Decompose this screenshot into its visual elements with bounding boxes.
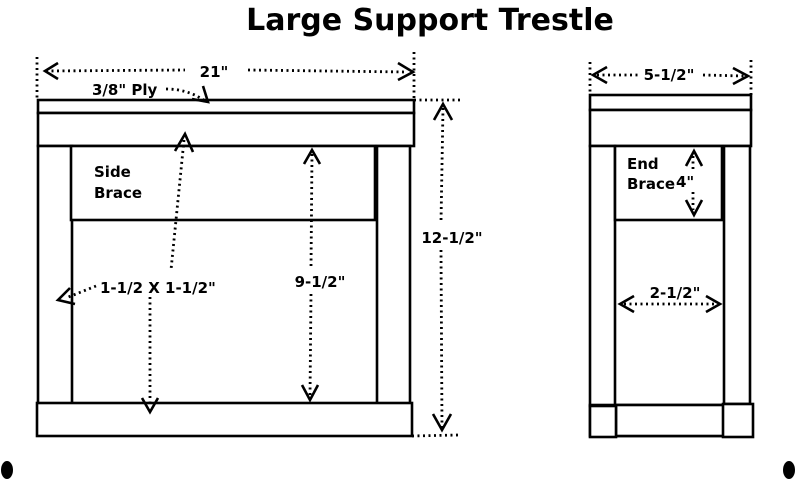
leg-size-callout: 1-1/2 X 1-1/2" xyxy=(55,131,216,415)
arrow-right-icon xyxy=(732,66,751,86)
leg-size-label: 1-1/2 X 1-1/2" xyxy=(100,279,216,297)
inner-height-dimension: 9-1/2" xyxy=(295,147,346,403)
ply-label: 3/8" Ply xyxy=(92,81,158,99)
end-brace-label-line1: End xyxy=(627,155,659,173)
side-brace-label-line2: Brace xyxy=(94,184,142,202)
end-brace xyxy=(613,144,724,222)
arrow-right-icon xyxy=(705,294,723,314)
overall-height-label: 12-1/2" xyxy=(421,229,482,247)
arrow-down-icon xyxy=(431,413,453,433)
arrow-down-icon xyxy=(191,85,210,104)
right-leg xyxy=(375,144,412,406)
arrow-up-icon xyxy=(684,148,704,167)
arrow-left-icon xyxy=(590,65,608,85)
side-view: Side Brace 21" 3/8" Ply 12-1/2" xyxy=(35,52,483,438)
inner-height-label: 9-1/2" xyxy=(295,273,346,291)
end-bottom-left-block xyxy=(588,404,618,439)
end-left-leg xyxy=(588,144,617,408)
left-leg xyxy=(36,144,74,406)
overall-width-label: 21" xyxy=(200,63,229,81)
end-brace-label-line2: Brace xyxy=(627,175,675,193)
side-brace-label-line1: Side xyxy=(94,163,131,181)
diagram-title: Large Support Trestle xyxy=(246,3,614,38)
end-right-leg xyxy=(722,144,752,406)
top-ply xyxy=(36,98,416,115)
end-inner-width-label: 2-1/2" xyxy=(650,284,701,302)
arrow-up-icon xyxy=(173,131,195,153)
end-width-label: 5-1/2" xyxy=(644,66,695,84)
ply-callout: 3/8" Ply xyxy=(92,81,210,104)
hole-mark-right xyxy=(783,461,795,479)
hole-mark-left xyxy=(1,461,13,479)
arrow-up-icon xyxy=(302,147,322,165)
end-width-dimension: 5-1/2" xyxy=(588,60,753,95)
bottom-rail xyxy=(35,401,414,438)
arrow-right-icon xyxy=(397,61,416,82)
end-top-ply xyxy=(588,93,753,112)
arrow-left-icon xyxy=(617,294,635,314)
end-bottom-right-block xyxy=(721,402,755,439)
arrow-down-icon xyxy=(300,384,320,403)
end-view: End Brace 5-1/2" 4" 2-1/2" xyxy=(588,60,755,439)
end-brace-height-label: 4" xyxy=(676,173,694,191)
arrow-left-icon xyxy=(55,287,76,306)
overall-height-dimension: 12-1/2" xyxy=(411,98,483,438)
top-rail xyxy=(36,111,416,148)
overall-width-dimension: 21" xyxy=(35,52,416,100)
arrow-up-icon xyxy=(432,101,454,121)
end-bottom-rail-inner xyxy=(614,403,726,438)
side-brace xyxy=(69,144,377,222)
arrow-down-icon xyxy=(140,397,160,415)
end-inner-width-dimension: 2-1/2" xyxy=(617,284,723,314)
end-brace-height-dimension: 4" xyxy=(676,148,704,218)
arrow-left-icon xyxy=(42,61,59,81)
arrow-down-icon xyxy=(684,199,704,218)
end-top-rail xyxy=(588,108,753,148)
